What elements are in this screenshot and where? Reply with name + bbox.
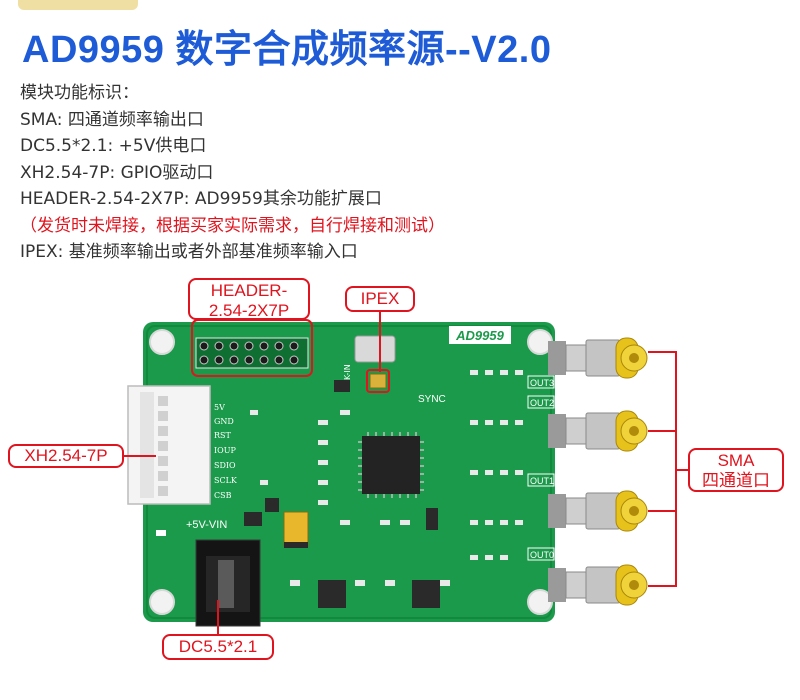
chip-label: AD9959 [455,328,504,343]
clk-in-label: CLK-IN [343,364,352,390]
callout-xh: XH2.54-7P [8,444,124,468]
gpio-pin-label: SCLK [214,476,238,485]
callout-header-line1: HEADER- [210,281,288,300]
output-label: OUT2 [530,398,554,408]
mount-hole [149,589,175,615]
callout-header: HEADER- 2.54-2X7P [188,278,310,320]
callout-sma: SMA 四通道口 [688,448,784,492]
ad9959-chip [358,432,424,498]
gpio-pin-label: GND [214,417,234,426]
ipex-highlight [366,369,390,393]
xh-connector [127,385,211,505]
feature-dc: DC5.5*2.1: +5V供电口 [20,136,207,156]
mount-hole [149,329,175,355]
callout-ipex: IPEX [345,286,415,312]
sync-label: SYNC [418,394,446,405]
feature-header: HEADER-2.54-2X7P: AD9959其余功能扩展口 [20,189,382,209]
gpio-pin-label: 5V [214,403,225,412]
gpio-pin-label: SDIO [214,461,236,470]
feature-list: 模块功能标识： SMA: 四通道频率输出口 DC5.5*2.1: +5V供电口 … [20,80,445,266]
feature-note: （发货时未焊接，根据买家实际需求，自行焊接和测试） [20,215,445,236]
gpio-pin-label: CSB [214,491,232,500]
gpio-pin-label: IOUP [214,446,236,455]
feature-ipex: IPEX: 基准频率输出或者外部基准频率输入口 [20,242,358,262]
gpio-pin-label: RST [214,431,232,440]
callout-header-line2: 2.54-2X7P [208,301,290,320]
power-label: +5V-VIN [186,519,227,531]
callout-bracket-sma [648,351,677,587]
output-label: OUT3 [530,378,554,388]
feature-heading: 模块功能标识： [20,83,139,103]
page-title: AD9959 数字合成频率源--V2.0 [22,29,552,71]
header-highlight [191,319,313,377]
feature-sma: SMA: 四通道频率输出口 [20,109,204,130]
feature-xh: XH2.54-7P: GPIO驱动口 [20,162,214,183]
header-2x7 [195,337,309,369]
callout-sma-line1: SMA [717,451,755,470]
sma-connectors [548,337,648,606]
output-label: OUT1 [530,476,554,486]
output-label: OUT0 [530,550,554,560]
callout-sma-line2: 四通道口 [702,471,770,490]
dc-jack [195,539,261,627]
callout-dc: DC5.5*2.1 [162,634,274,660]
brand-logo-fragment [18,0,138,10]
